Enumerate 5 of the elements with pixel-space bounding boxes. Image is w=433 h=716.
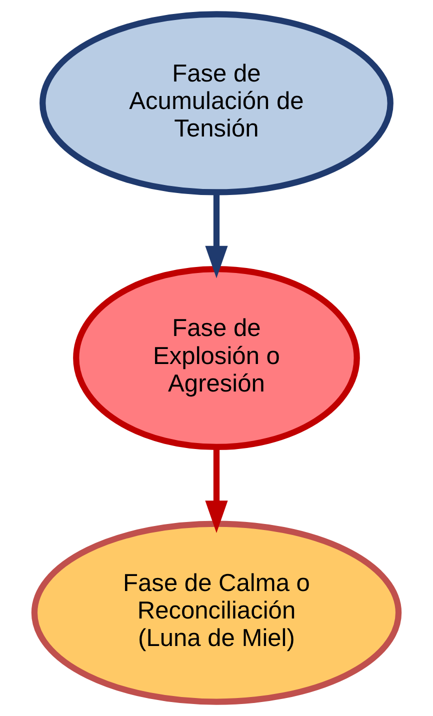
node-ellipse: Fase de Calma o Reconciliación (Luna de Miel) bbox=[31, 520, 402, 705]
arrow bbox=[205, 192, 228, 278]
arrow bbox=[205, 448, 228, 533]
node-ellipse: Fase de Acumulación de Tensión bbox=[40, 11, 394, 196]
node-ellipse: Fase de Explosión o Agresión bbox=[73, 266, 360, 450]
